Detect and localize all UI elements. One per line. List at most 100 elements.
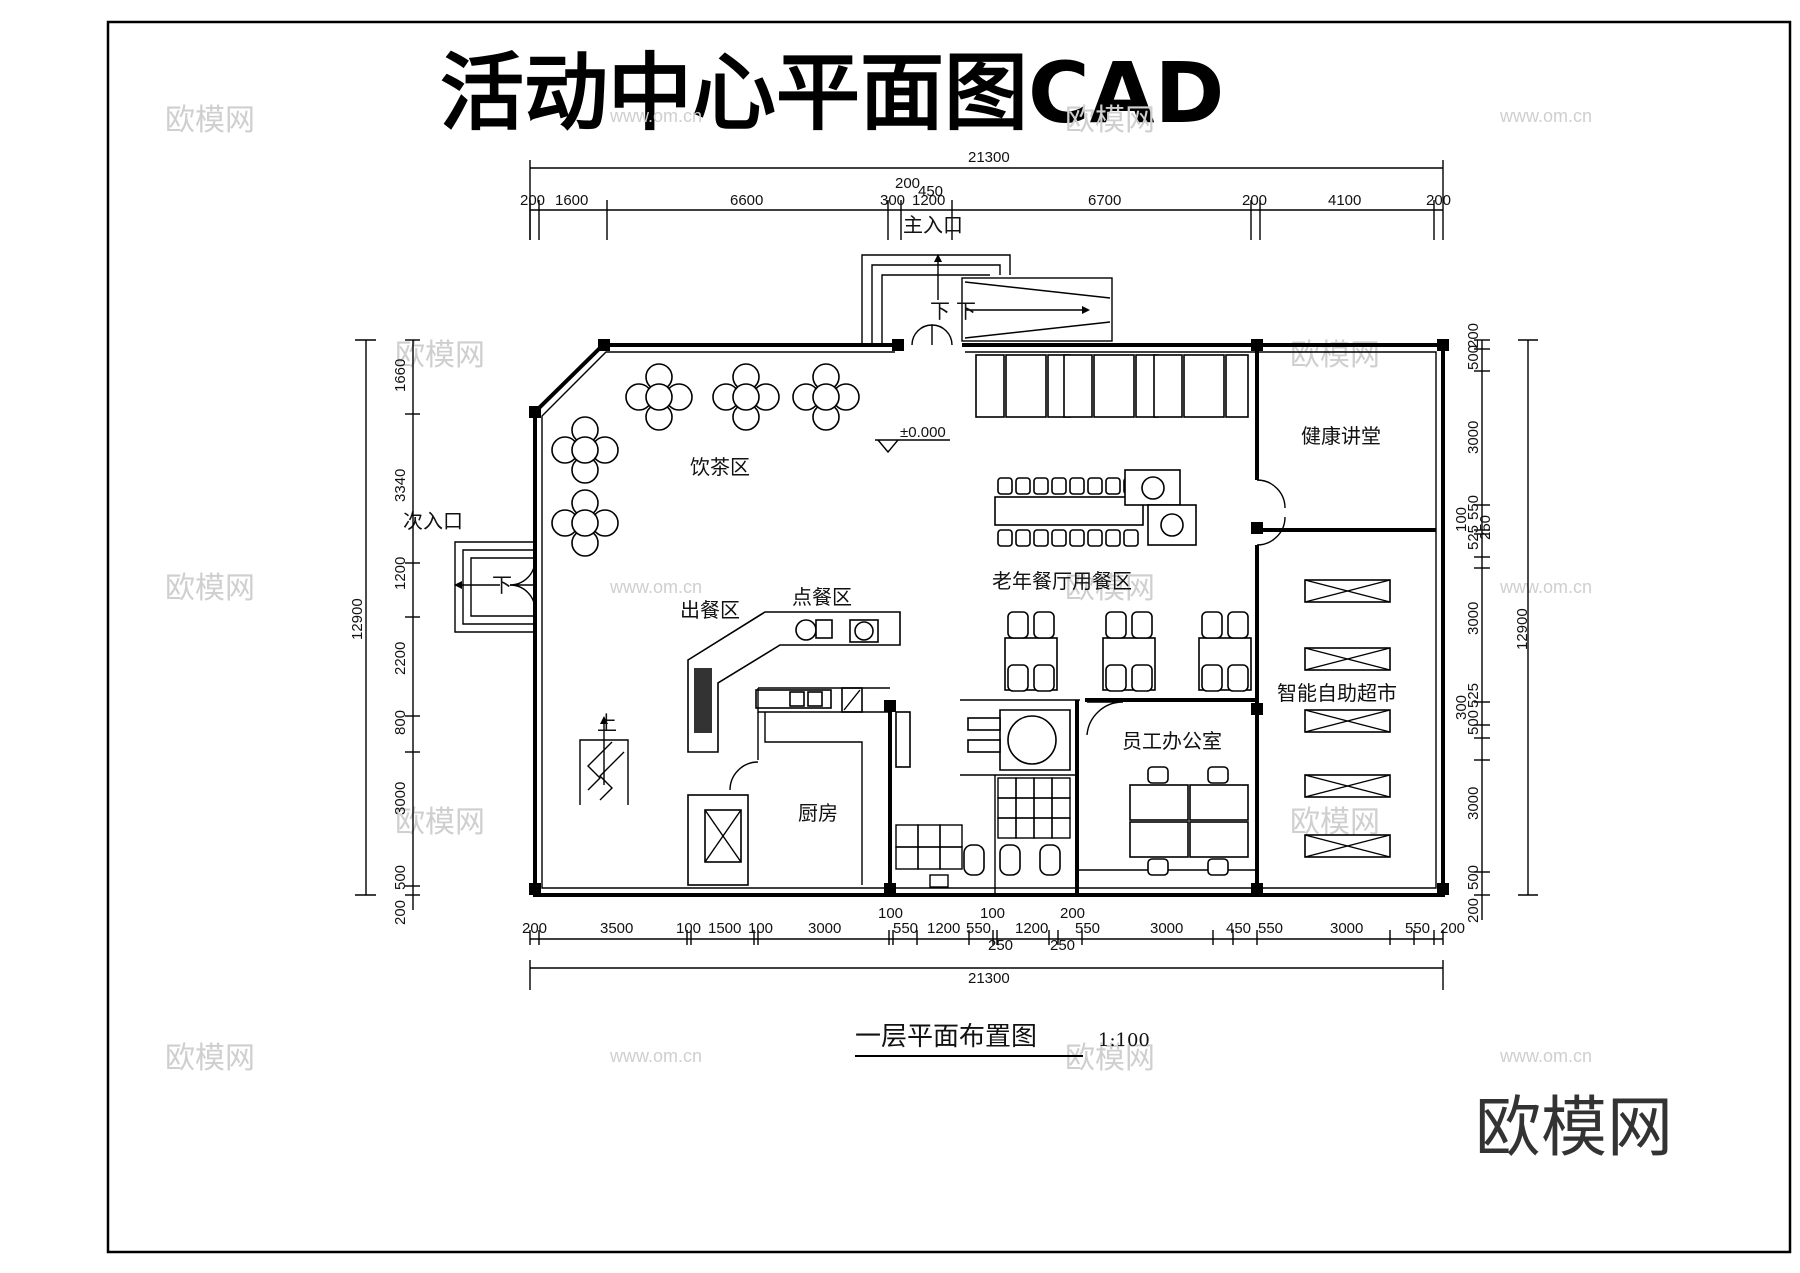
serving-counter [687, 611, 901, 753]
floor-tile [1033, 817, 1053, 839]
dim-bottom: 450 [1226, 920, 1251, 937]
dim-left: 200 [392, 900, 409, 925]
dim-left: 2200 [392, 642, 409, 675]
booth-table [1183, 354, 1225, 418]
watermark-brand: 欧模网 [395, 338, 485, 373]
table-top [994, 496, 1144, 526]
stool [1051, 529, 1067, 547]
stool [1123, 529, 1139, 547]
side-entrance-down-label: 下 [492, 573, 512, 597]
dim-total-width-bottom: 21300 [968, 970, 1010, 987]
office-desk [1129, 766, 1189, 821]
level-mark-text: ±0.000 [900, 424, 946, 441]
booth-bench [1153, 354, 1183, 418]
dim-left-total: 12900 [349, 598, 366, 640]
side-entrance-steps: 下 [454, 541, 536, 633]
floor-tile [917, 846, 941, 870]
watermark-brand: 欧模网 [1065, 1041, 1155, 1076]
dim-left: 800 [392, 710, 409, 735]
dim-bottom: 1500 [708, 920, 741, 937]
chair [1033, 611, 1055, 639]
shelf-cross [1304, 709, 1391, 733]
label-side-entrance: 次入口 [403, 509, 463, 533]
tea-table [551, 489, 619, 557]
office-desks [1129, 766, 1249, 876]
kitchen-walls [687, 687, 911, 886]
desk [1189, 821, 1249, 858]
dim-right: 500 [1465, 865, 1482, 890]
main-entrance-down-label-2: 下 [956, 299, 976, 323]
chair [1227, 611, 1249, 639]
chair [1131, 611, 1153, 639]
chair [1207, 766, 1229, 784]
chair [1007, 664, 1029, 692]
desk [1129, 821, 1189, 858]
round-table [732, 383, 760, 411]
chair [1201, 664, 1223, 692]
booth [1063, 354, 1159, 418]
shelf [1304, 647, 1391, 671]
dim-total-width-top: 21300 [968, 149, 1010, 166]
watermark-url: www.om.cn [609, 577, 702, 597]
booth [975, 354, 1071, 418]
shelf-cross [1304, 647, 1391, 671]
label-serving-area: 出餐区 [680, 598, 740, 622]
staircase: 上 [579, 711, 629, 805]
floor-tile [1033, 797, 1053, 819]
dim-right: 200 [1465, 323, 1482, 348]
watermark-brand: 欧模网 [165, 571, 255, 606]
dim-bottom-extra: 250 [1050, 937, 1075, 954]
dim-bottom: 100 [980, 905, 1005, 922]
dim-top: 6700 [1088, 192, 1121, 209]
tea-table [551, 416, 619, 484]
left-dimensions: 12900 1660 3340 1200 2200 800 3000 500 2… [349, 339, 420, 925]
plan-scale: 1:100 [1098, 1030, 1150, 1051]
main-entrance-steps: 下 下 [861, 254, 1113, 346]
tea-table [792, 363, 860, 431]
booth-bench [975, 354, 1005, 418]
dim-bottom: 550 [1075, 920, 1100, 937]
four-seat-tables [1004, 611, 1252, 692]
bottom-dimensions: 21300 200 3500 100 1500 100 3000 100 550… [522, 905, 1465, 990]
round-table [571, 436, 599, 464]
floor-tile [997, 817, 1017, 839]
dim-right: 300 [1453, 695, 1470, 720]
chair [1227, 664, 1249, 692]
stool [1015, 529, 1031, 547]
booth-bench [1225, 354, 1249, 418]
sheet-frame [106, 20, 1792, 1254]
desk [1189, 784, 1249, 821]
round-table [645, 383, 673, 411]
drawing-title: 活动中心平面图CAD [440, 44, 1224, 142]
floor-tile [997, 777, 1017, 799]
columns [529, 339, 1449, 895]
watermark-brand: 欧模网 [1290, 805, 1380, 840]
dim-right: 100 [1453, 507, 1470, 532]
dim-top: 200 [1242, 192, 1267, 209]
dim-bottom: 550 [966, 920, 991, 937]
floor-tile [895, 824, 919, 848]
floor-tile [1033, 777, 1053, 799]
brand-logo: 欧模网 [1475, 1089, 1673, 1166]
dim-top: 200 [1426, 192, 1451, 209]
dim-bottom: 3000 [1330, 920, 1363, 937]
shelf [1304, 774, 1391, 798]
market-door [1256, 516, 1286, 546]
side-table-chair [1141, 476, 1165, 500]
top-dimensions: 21300 200 1600 6600 300 1200 6700 200 41… [520, 149, 1451, 240]
booth-bench [1063, 354, 1093, 418]
dim-bottom: 3500 [600, 920, 633, 937]
dim-bottom: 1200 [1015, 920, 1048, 937]
dim-right-total: 12900 [1514, 608, 1531, 650]
office-door [1086, 701, 1124, 736]
dim-bottom: 3000 [1150, 920, 1183, 937]
chair [1201, 611, 1223, 639]
label-smart-market: 智能自助超市 [1277, 681, 1397, 705]
dim-left: 3340 [392, 469, 409, 502]
stool [1051, 477, 1067, 495]
office-desk [1189, 766, 1249, 821]
right-dimensions: 12900 200 500 3000 550 100 525 250 3000 … [1453, 323, 1538, 923]
floor-tile [939, 846, 963, 870]
side-table-chair [1160, 513, 1184, 537]
